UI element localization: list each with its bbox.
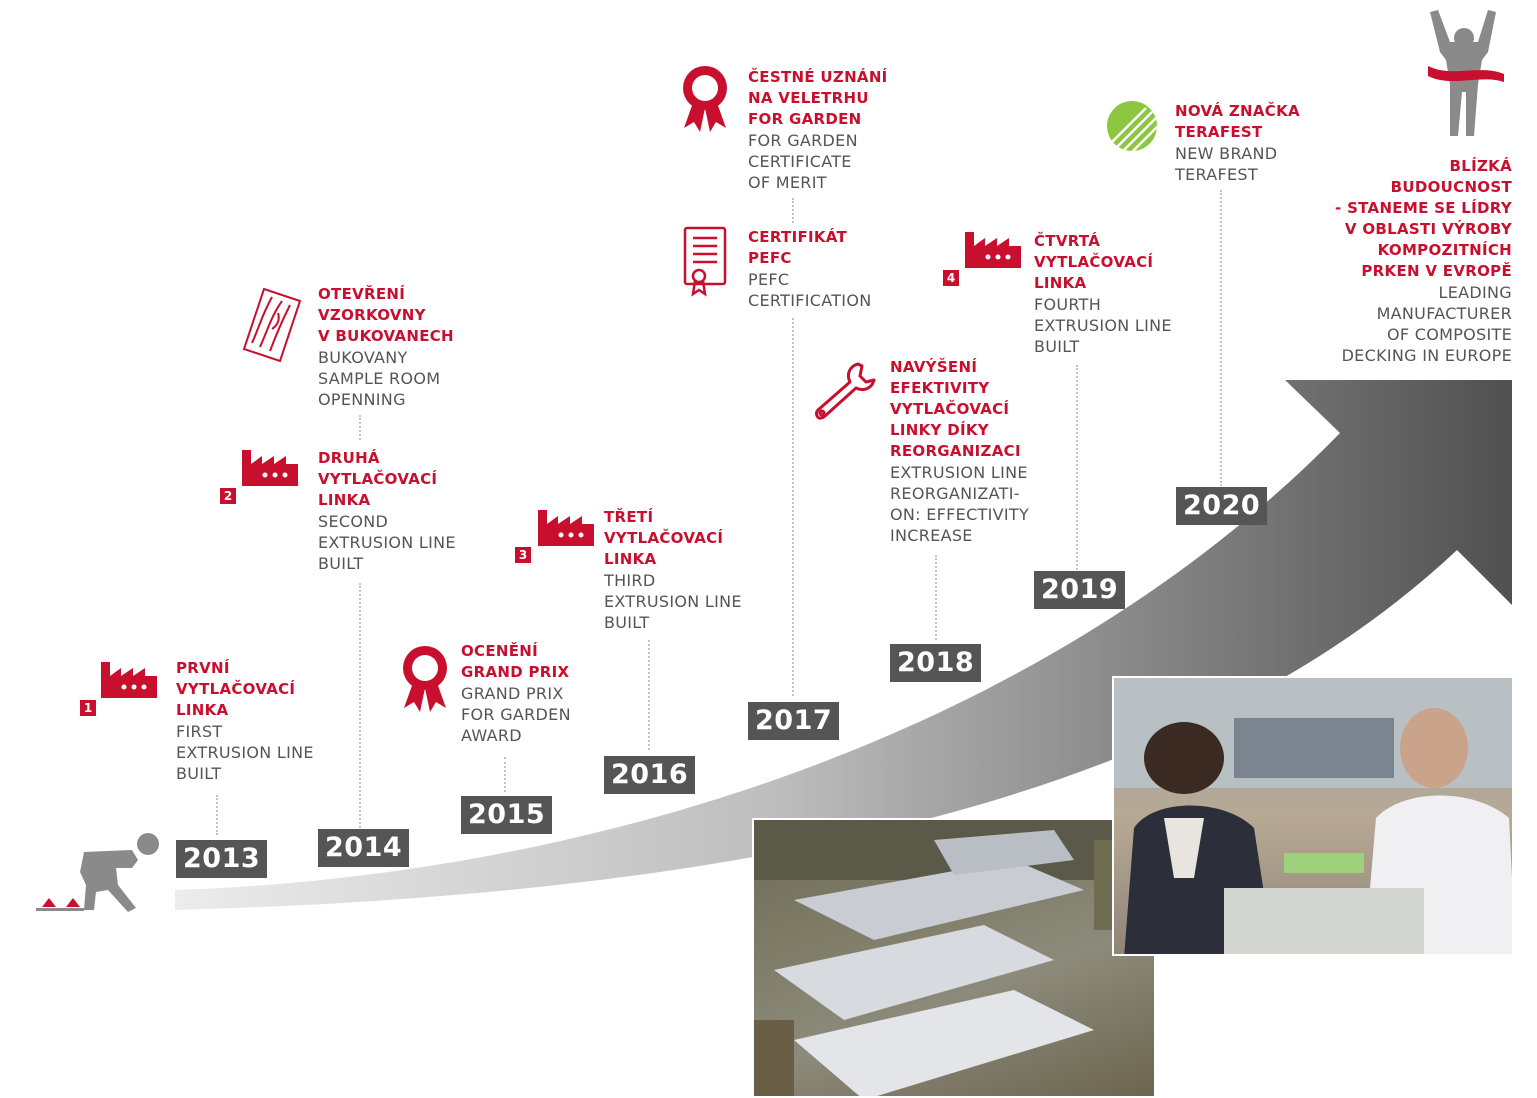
certificate-icon [683, 226, 727, 297]
event-subtitle: FIRST EXTRUSION LINE BUILT [176, 722, 314, 783]
event-fourth-line: ČTVRTÁ VYTLAČOVACÍ LINKA FOURTH EXTRUSIO… [1034, 231, 1172, 357]
event-grand-prix: OCENĚNÍ GRAND PRIX GRAND PRIX FOR GARDEN… [461, 641, 571, 746]
event-subtitle: SECOND EXTRUSION LINE BUILT [318, 512, 456, 573]
event-subtitle: THIRD EXTRUSION LINE BUILT [604, 571, 742, 632]
event-title: ČESTNÉ UZNÁNÍ NA VELETRHU FOR GARDEN [748, 68, 888, 128]
event-title: ČTVRTÁ VYTLAČOVACÍ LINKA [1034, 232, 1154, 292]
event-certificate-of-merit: ČESTNÉ UZNÁNÍ NA VELETRHU FOR GARDEN FOR… [748, 67, 888, 193]
connector-line [216, 795, 218, 835]
factory-icon [965, 232, 1021, 268]
event-title: CERTIFIKÁT PEFC [748, 228, 848, 267]
factory-icon [101, 662, 157, 698]
award-rosette-icon [683, 66, 727, 132]
factory-icon [538, 510, 594, 546]
event-title: NOVÁ ZNAČKA TERAFEST [1175, 102, 1300, 141]
award-rosette-icon [403, 646, 447, 712]
event-subtitle: BUKOVANY SAMPLE ROOM OPENNING [318, 348, 441, 409]
connector-line [359, 415, 361, 440]
event-future: BLÍZKÁ BUDOUCNOST - STANEME SE LÍDRY V O… [1290, 156, 1512, 366]
year-label: 2016 [604, 756, 696, 794]
year-label: 2017 [748, 702, 840, 740]
event-subtitle: PEFC CERTIFICATION [748, 270, 872, 310]
wrench-icon [815, 362, 876, 420]
starting-runner-icon [36, 833, 159, 912]
line-number-badge: 2 [220, 488, 236, 504]
year-label: 2020 [1176, 487, 1268, 525]
year-label: 2015 [461, 796, 553, 834]
factory-icon [242, 450, 298, 486]
connector-line [792, 318, 794, 696]
event-subtitle: EXTRUSION LINE REORGANIZATI- ON: EFFECTI… [890, 463, 1030, 545]
event-title: OCENĚNÍ GRAND PRIX [461, 642, 570, 681]
event-third-line: TŘETÍ VYTLAČOVACÍ LINKA THIRD EXTRUSION … [604, 507, 742, 633]
terafest-logo-icon [1107, 101, 1157, 151]
line-number-badge: 4 [943, 270, 959, 286]
event-efficiency: NAVÝŠENÍ EFEKTIVITY VYTLAČOVACÍ LINKY DÍ… [890, 357, 1029, 546]
event-pefc: CERTIFIKÁT PEFC PEFC CERTIFICATION [748, 227, 871, 311]
event-second-line: DRUHÁ VYTLAČOVACÍ LINKA SECOND EXTRUSION… [318, 448, 456, 574]
event-title: TŘETÍ VYTLAČOVACÍ LINKA [604, 508, 724, 568]
year-label: 2019 [1034, 571, 1126, 609]
year-label: 2018 [890, 644, 982, 682]
event-title: BLÍZKÁ BUDOUCNOST - STANEME SE LÍDRY V O… [1335, 157, 1512, 280]
connector-line [792, 198, 794, 223]
line-number-badge: 1 [80, 700, 96, 716]
event-subtitle: FOR GARDEN CERTIFICATE OF MERIT [748, 131, 858, 192]
event-first-line: PRVNÍ VYTLAČOVACÍ LINKA FIRST EXTRUSION … [176, 658, 314, 784]
event-title: OTEVŘENÍ VZORKOVNY V BUKOVANECH [318, 285, 454, 345]
trade-fair-photo [1112, 676, 1514, 956]
event-sample-room: OTEVŘENÍ VZORKOVNY V BUKOVANECH BUKOVANY… [318, 284, 454, 410]
connector-line [935, 555, 937, 640]
event-title: NAVÝŠENÍ EFEKTIVITY VYTLAČOVACÍ LINKY DÍ… [890, 358, 1021, 460]
event-subtitle: LEADING MANUFACTURER OF COMPOSITE DECKIN… [1341, 283, 1512, 365]
event-title: DRUHÁ VYTLAČOVACÍ LINKA [318, 449, 438, 509]
year-label: 2014 [318, 829, 410, 867]
event-title: PRVNÍ VYTLAČOVACÍ LINKA [176, 659, 296, 719]
line-number-badge: 3 [515, 547, 531, 563]
event-subtitle: FOURTH EXTRUSION LINE BUILT [1034, 295, 1172, 356]
event-terafest: NOVÁ ZNAČKA TERAFEST NEW BRAND TERAFEST [1175, 101, 1300, 185]
wood-plank-icon [242, 287, 302, 363]
connector-line [359, 583, 361, 828]
connector-line [1220, 190, 1222, 486]
event-subtitle: GRAND PRIX FOR GARDEN AWARD [461, 684, 571, 745]
year-label: 2013 [176, 840, 268, 878]
factory-aerial-photo [752, 818, 1156, 1098]
connector-line [504, 757, 506, 792]
event-subtitle: NEW BRAND TERAFEST [1175, 144, 1278, 184]
finish-runner-icon [1428, 10, 1504, 136]
connector-line [648, 640, 650, 750]
connector-line [1076, 365, 1078, 573]
